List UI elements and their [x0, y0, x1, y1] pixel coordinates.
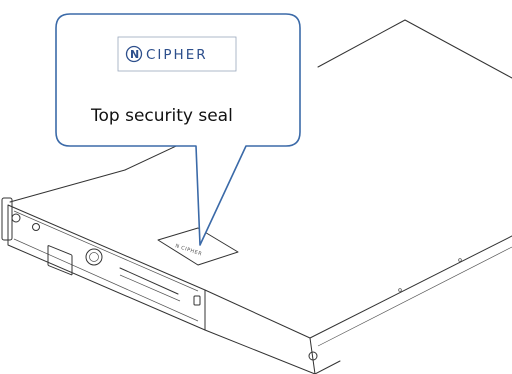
front-power-indicator — [32, 223, 40, 231]
callout-caption: Top security seal — [90, 106, 233, 126]
ncipher-logo-text: CIPHER — [146, 47, 208, 63]
front-dial-inner — [89, 252, 99, 262]
bezel-inner-bottom — [13, 238, 199, 322]
ncipher-logo-mark: N — [130, 48, 139, 61]
chassis-top-back-edge-right — [317, 19, 512, 79]
front-card-slot — [119, 267, 179, 295]
right-ear-screw — [308, 351, 318, 361]
chassis-right-top-edge — [309, 235, 512, 339]
left-ear-screw — [11, 213, 21, 223]
front-usb-port — [193, 295, 201, 306]
chassis-right-bottom-edge — [314, 360, 341, 374]
front-dial — [85, 248, 103, 266]
seal-outline — [157, 227, 239, 266]
left-mounting-ear — [1, 197, 13, 241]
chassis-right-seam — [317, 246, 512, 347]
chassis-front-face-top — [204, 289, 311, 339]
side-rivet-1 — [398, 288, 402, 292]
bezel-inner-top — [13, 210, 199, 292]
callout-bubble — [55, 13, 301, 246]
ncipher-logo-icon — [125, 45, 143, 63]
callout: N CIPHER Top security seal — [55, 13, 301, 246]
chassis-top-left-edge — [9, 169, 126, 203]
front-lcd-display — [47, 245, 73, 276]
server-chassis — [1, 19, 512, 374]
seal-label-mark: N — [174, 243, 180, 250]
side-rivet-2 — [458, 258, 462, 262]
chassis-front-divider — [309, 337, 316, 374]
front-card-slot-lower — [119, 274, 181, 302]
chassis-front-face-bottom — [204, 329, 316, 374]
ncipher-logo-box — [117, 36, 237, 72]
security-seal-sticker: N CIPHER — [157, 227, 239, 266]
